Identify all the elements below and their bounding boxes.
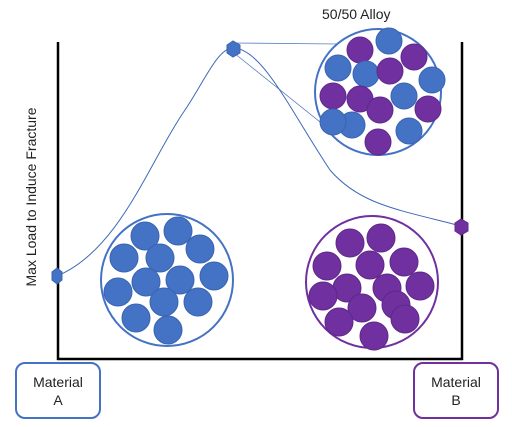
material-b-atoms	[305, 215, 439, 351]
alloy-atom-3	[400, 43, 428, 71]
alloy-atom-11	[414, 95, 442, 123]
material-a-line1: Material	[33, 373, 83, 390]
alloy-atom-13	[366, 96, 394, 124]
material-a-atom-4	[145, 243, 175, 273]
material-a-atom-2	[163, 216, 193, 246]
material-a-atoms	[100, 213, 234, 347]
alloy-atom-2	[375, 27, 403, 55]
marker-alloy-peak	[226, 40, 241, 58]
material-a-line2: A	[53, 391, 63, 408]
material-b-atom-9	[308, 281, 338, 311]
material-a-box: Material A	[15, 362, 101, 419]
material-a-atom-5	[185, 234, 215, 264]
material-b-atom-10	[347, 293, 377, 323]
material-a-atom-13	[153, 315, 183, 345]
material-a-atom-12	[121, 303, 151, 333]
zoom-line-top	[233, 42, 339, 45]
material-b-atom-4	[355, 250, 385, 280]
material-b-atom-5	[389, 247, 419, 277]
material-b-atom-3	[312, 251, 342, 281]
material-b-box: Material B	[413, 362, 499, 419]
y-axis-label: Max Load to Induce Fracture	[23, 107, 39, 287]
alloy-atom-4	[324, 54, 352, 82]
material-a-atom-8	[199, 261, 229, 291]
material-b-atom-2	[366, 223, 396, 253]
alloy-atom-6	[376, 57, 404, 85]
alloy-atom-15	[364, 128, 392, 156]
material-a-atom-11	[183, 287, 213, 317]
material-b-atom-14	[390, 304, 420, 334]
material-a-atom-7	[165, 265, 195, 295]
material-a-atom-1	[130, 221, 160, 251]
zoom-line-bottom	[233, 52, 331, 131]
material-a-atom-3	[109, 243, 139, 273]
material-b-atom-12	[324, 307, 354, 337]
alloy-atom-16	[319, 108, 347, 136]
material-a-atom-9	[103, 277, 133, 307]
alloy-atom-14	[395, 117, 423, 145]
alloy-atom-5	[352, 60, 380, 88]
material-b-atom-8	[405, 271, 435, 301]
material-b-line1: Material	[431, 373, 481, 390]
alloy-label: 50/50 Alloy	[322, 6, 391, 22]
alloy-atom-1	[346, 36, 374, 64]
alloy-atom-7	[418, 66, 446, 94]
material-a-atom-6	[131, 267, 161, 297]
material-b-line2: B	[451, 391, 461, 408]
marker-material-b	[454, 218, 469, 236]
material-b-atom-1	[335, 228, 365, 258]
alloy-atoms	[314, 27, 446, 156]
material-a-atom-10	[149, 287, 179, 317]
marker-material-a	[51, 267, 63, 285]
material-b-atom-13	[359, 321, 389, 351]
alloy-atom-8	[319, 82, 347, 110]
alloy-atom-10	[390, 82, 418, 110]
